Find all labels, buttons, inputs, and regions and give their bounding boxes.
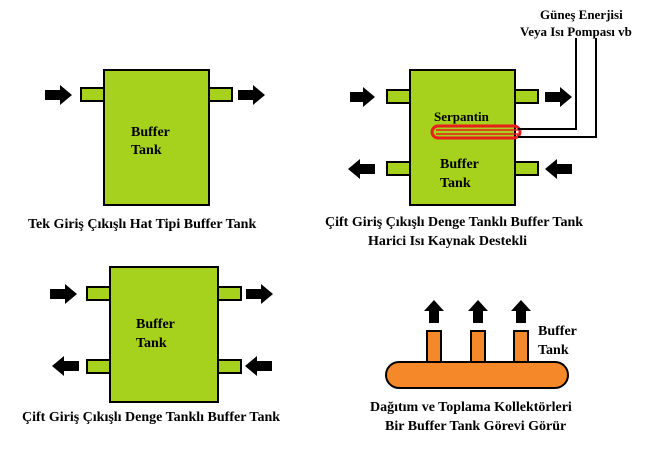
tank-label-line2: Tank xyxy=(131,143,162,158)
diagram-caption-line1: Çift Giriş Çıkışlı Denge Tanklı Buffer T… xyxy=(325,215,583,230)
riser-pipe-1 xyxy=(426,330,442,366)
upper-outflow-arrow-icon xyxy=(545,87,572,107)
upper-outflow-arrow-icon xyxy=(246,284,273,304)
upper-right-port xyxy=(217,286,242,301)
lower-right-port xyxy=(514,161,539,176)
outlet-port xyxy=(208,87,233,102)
lower-left-port xyxy=(86,359,111,374)
heat-source-supply-pipe xyxy=(518,38,577,130)
heat-source-return-pipe xyxy=(518,38,597,138)
collector-label-line1: Buffer xyxy=(538,324,577,339)
diagram-buffer-tank-with-external-heat-source: Serpantin Buffer Tank Güneş Enerjisi Vey… xyxy=(325,7,632,249)
collector-label-line2: Tank xyxy=(538,343,569,358)
diagram-caption-line2: Bir Buffer Tank Görevi Görür xyxy=(385,419,566,434)
heat-source-label-line1: Güneş Enerjisi xyxy=(540,7,623,22)
diagram-single-line-buffer-tank: Buffer Tank Tek Giriş Çıkışlı Hat Tipi B… xyxy=(28,69,265,232)
diagram-caption: Çift Giriş Çıkışlı Denge Tanklı Buffer T… xyxy=(22,410,280,425)
up-arrow-3-icon xyxy=(511,300,531,323)
upper-inflow-arrow-icon xyxy=(350,87,375,107)
diagram-caption-line2: Harici Isı Kaynak Destekli xyxy=(368,234,527,249)
upper-inflow-arrow-icon xyxy=(50,284,77,304)
tank-label-line1: Buffer xyxy=(136,317,175,332)
serpantin-coil-icon xyxy=(430,124,522,140)
lower-right-port xyxy=(217,359,242,374)
up-arrow-2-icon xyxy=(468,300,488,323)
tank-label-line2: Tank xyxy=(136,336,167,351)
diagram-dual-port-buffer-tank: Buffer Tank Çift Giriş Çıkışlı Denge Tan… xyxy=(22,266,280,425)
collector-manifold xyxy=(385,361,569,389)
diagram-collector-as-buffer-tank: Buffer Tank Dağıtım ve Toplama Kollektör… xyxy=(370,300,577,434)
lower-return-arrow-icon xyxy=(52,356,79,376)
buffer-tank-body xyxy=(103,69,210,206)
diagram-caption: Tek Giriş Çıkışlı Hat Tipi Buffer Tank xyxy=(28,217,256,232)
upper-left-port xyxy=(86,286,111,301)
heat-source-label-line2: Veya Isı Pompası vb xyxy=(520,24,632,39)
buffer-tank-body xyxy=(109,266,219,403)
upper-left-port xyxy=(386,89,411,104)
lower-left-port xyxy=(386,161,411,176)
coil-label: Serpantin xyxy=(434,109,490,124)
outflow-arrow-icon xyxy=(238,85,265,105)
riser-pipe-3 xyxy=(513,330,529,366)
riser-pipe-2 xyxy=(470,330,486,366)
upper-right-port xyxy=(514,89,539,104)
inflow-arrow-icon xyxy=(45,85,72,105)
inlet-port xyxy=(80,87,105,102)
lower-return-arrow-icon xyxy=(348,159,375,179)
tank-label-line1: Buffer xyxy=(131,125,170,140)
diagram-caption-line1: Dağıtım ve Toplama Kollektörleri xyxy=(370,400,572,415)
tank-label-line1: Buffer xyxy=(440,157,479,172)
lower-return-right-arrow-icon xyxy=(245,356,272,376)
tank-label-line2: Tank xyxy=(440,176,471,191)
up-arrow-1-icon xyxy=(424,300,444,323)
lower-return-right-arrow-icon xyxy=(545,159,572,179)
